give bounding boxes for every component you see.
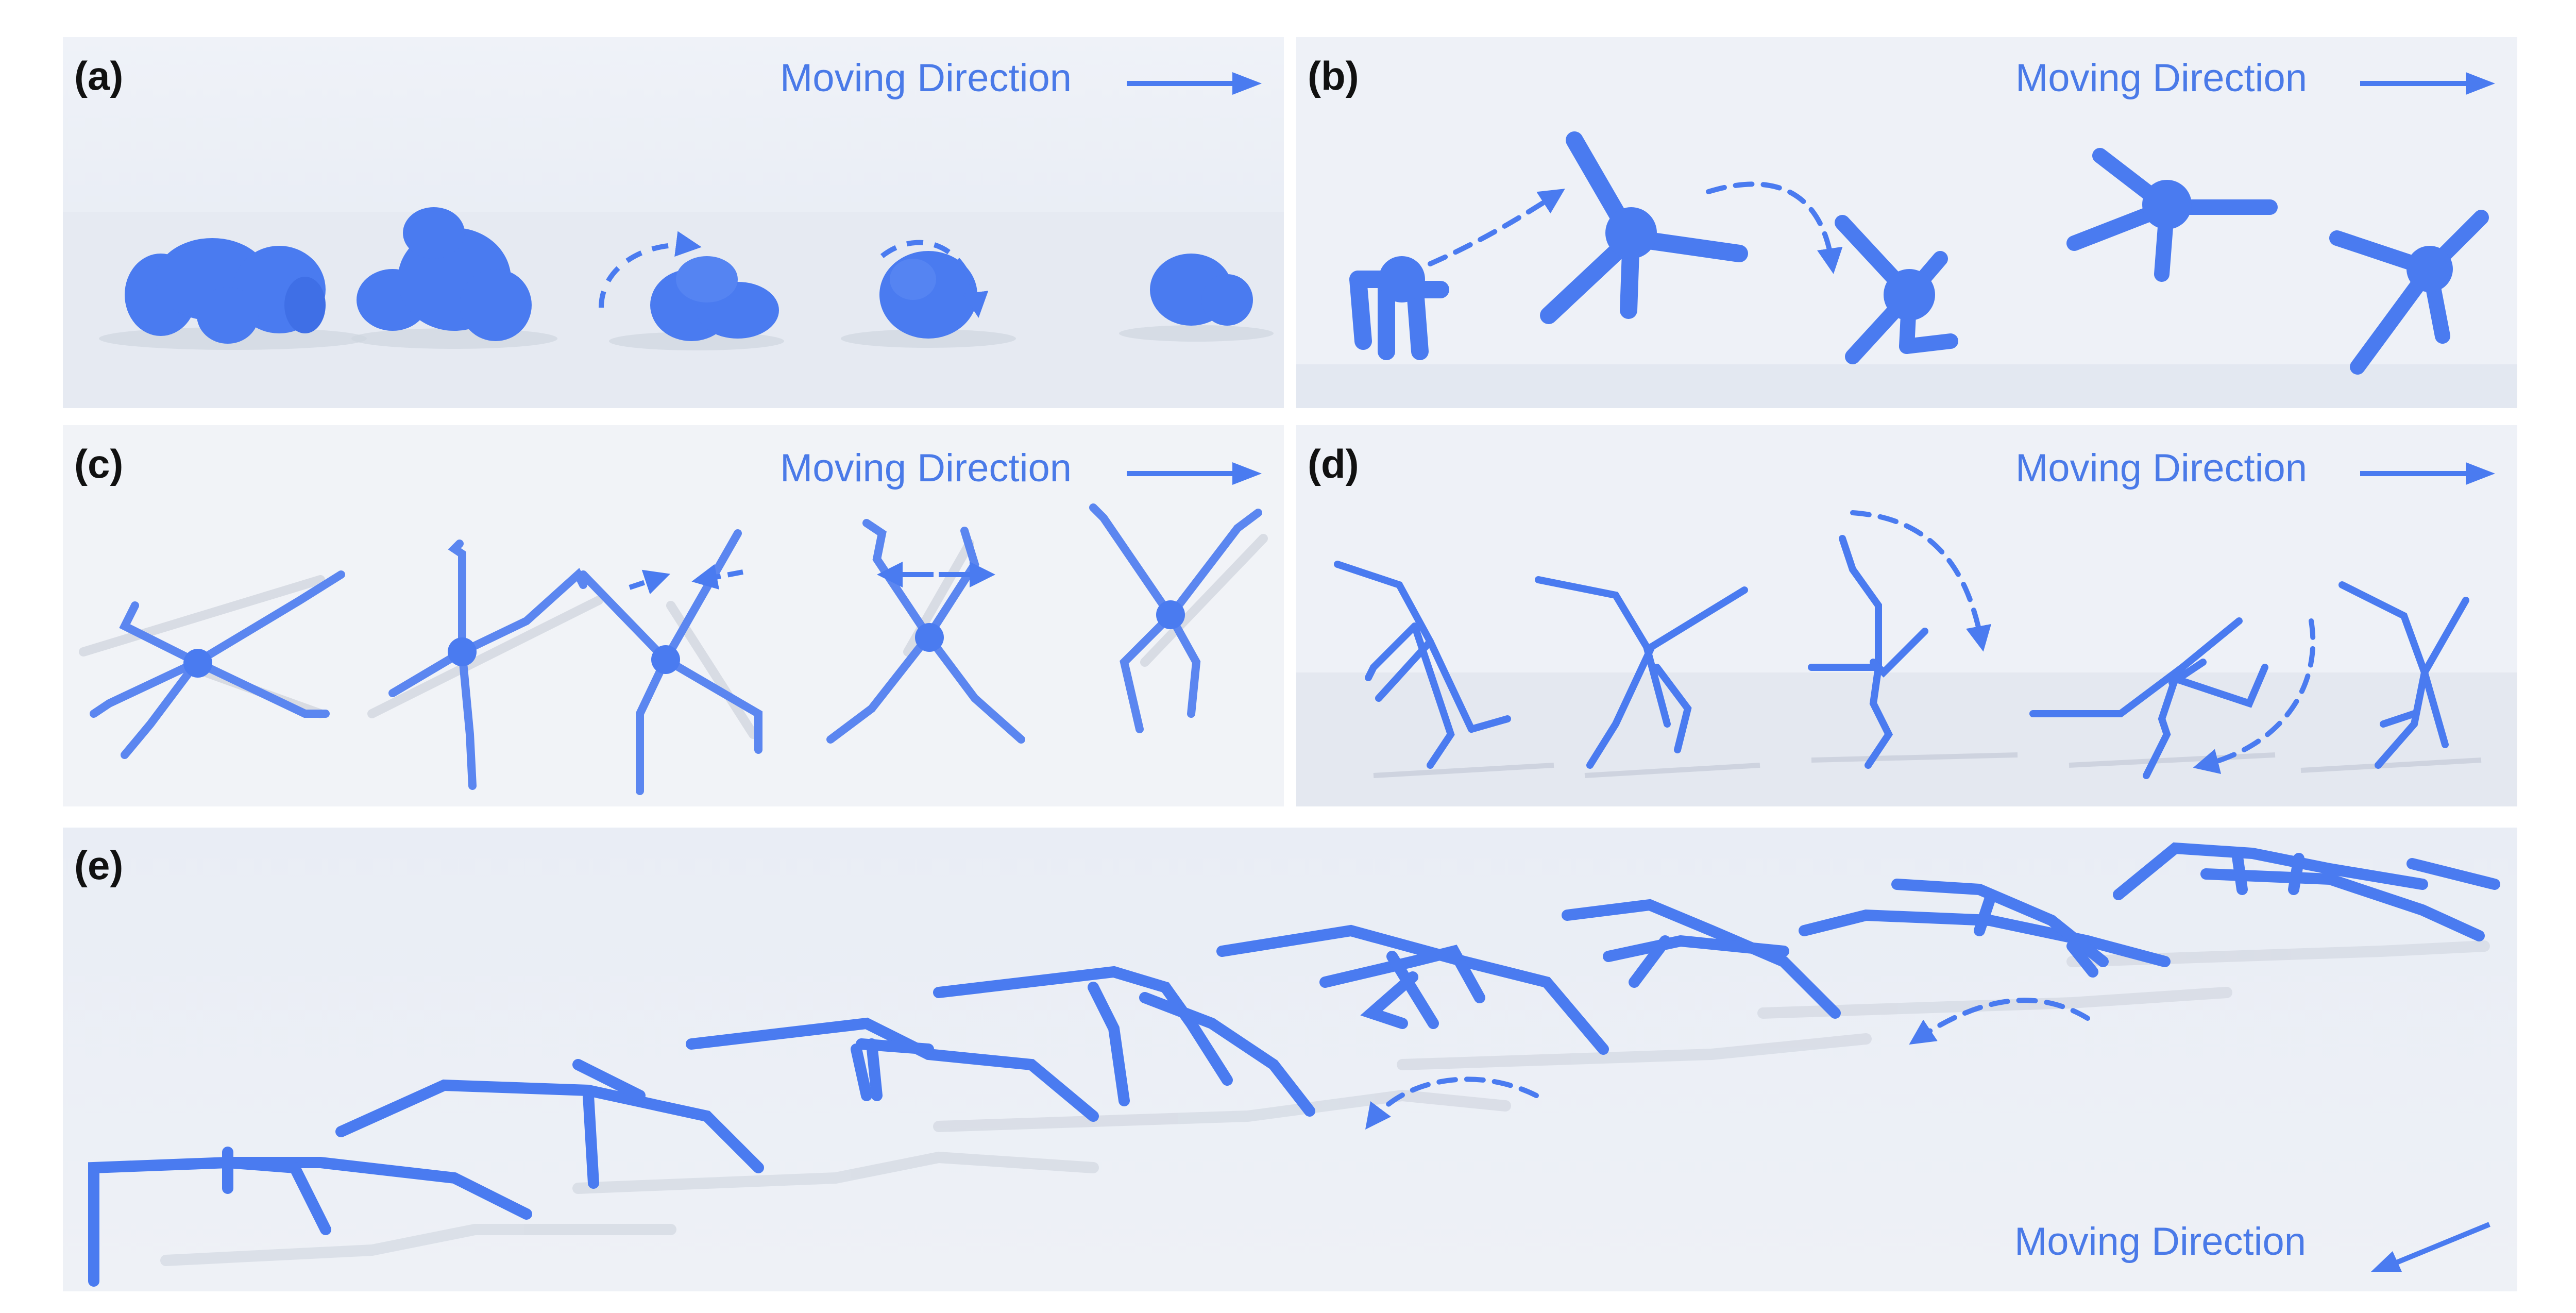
moving-direction-label: Moving Direction <box>780 446 1072 490</box>
ant-robot-pose-4 <box>879 251 977 339</box>
panel-a: (a) Moving Direction <box>63 37 1284 408</box>
right-arrow-icon <box>1127 72 1262 95</box>
rotation-arrow-icon <box>880 240 989 318</box>
rotation-arrow-icon <box>1850 510 1992 652</box>
humanoid-pose-4 <box>2029 617 2268 779</box>
panel-e-scene <box>63 828 2517 1291</box>
rotation-arrow-icon <box>1909 998 2090 1045</box>
humanoid-pose-2 <box>1535 576 1748 769</box>
contract-arrow-icon <box>691 564 743 590</box>
panel-label: (d) <box>1308 441 1359 486</box>
hexapod-pose-5 <box>1216 924 1609 1055</box>
hexapod-pose-1 <box>88 1147 532 1287</box>
moving-direction-label: Moving Direction <box>780 56 1072 100</box>
hexapod-pose-2 <box>335 1059 764 1189</box>
jump-arrow-icon <box>1428 189 1565 266</box>
humanoid-pose-3 <box>1808 535 1928 769</box>
humanoid-pose-5 <box>2338 581 2469 769</box>
hexapod-pose-8 <box>2113 842 2500 941</box>
panel-c: (c) Moving Direction <box>63 425 1284 806</box>
panel-label: (e) <box>74 843 124 888</box>
hexapod-pose-6 <box>1562 899 1841 1019</box>
rotation-arrow-icon <box>1365 1076 1539 1130</box>
panel-e: (e) Moving Direction <box>63 828 2517 1291</box>
down-left-arrow-icon <box>2371 1222 2490 1272</box>
panel-c-scene <box>63 425 1284 806</box>
ant-robot-pose-3 <box>650 256 779 341</box>
ant-robot-pose-5 <box>1150 254 1253 326</box>
moving-direction-label: Moving Direction <box>2015 56 2307 100</box>
panel-d: (d) Moving Direction <box>1296 425 2517 806</box>
right-arrow-icon <box>2360 72 2495 95</box>
hexapod-pose-4 <box>933 966 1315 1117</box>
panel-label: (a) <box>74 53 124 98</box>
panel-a-scene <box>63 37 1284 408</box>
ant-robot-pose-2 <box>357 207 532 341</box>
ant-robot-pose-1 <box>125 238 326 344</box>
quadruped-pose-2 <box>388 540 587 790</box>
rotation-arrow-icon <box>2193 618 2316 774</box>
humanoid-pose-1 <box>1334 561 1511 769</box>
contract-arrow-icon <box>629 569 670 595</box>
rotation-arrow-icon <box>599 231 702 308</box>
hexapod-pose-3 <box>686 1017 1099 1122</box>
moving-direction-label: Moving Direction <box>2014 1220 2306 1264</box>
panel-label: (b) <box>1308 53 1359 98</box>
right-arrow-icon <box>1127 462 1262 485</box>
moving-direction-label: Moving Direction <box>2015 446 2307 490</box>
panel-d-scene <box>1296 425 2517 806</box>
right-arrow-icon <box>2360 462 2495 485</box>
rotation-arrow-icon <box>1706 181 1843 274</box>
hexapod-pose-7 <box>1799 879 2171 978</box>
panel-b-scene <box>1296 37 2517 408</box>
panel-b: (b) Moving Direction <box>1296 37 2517 408</box>
panel-label: (c) <box>74 441 124 486</box>
quadruped-pose-4 <box>826 519 1025 744</box>
